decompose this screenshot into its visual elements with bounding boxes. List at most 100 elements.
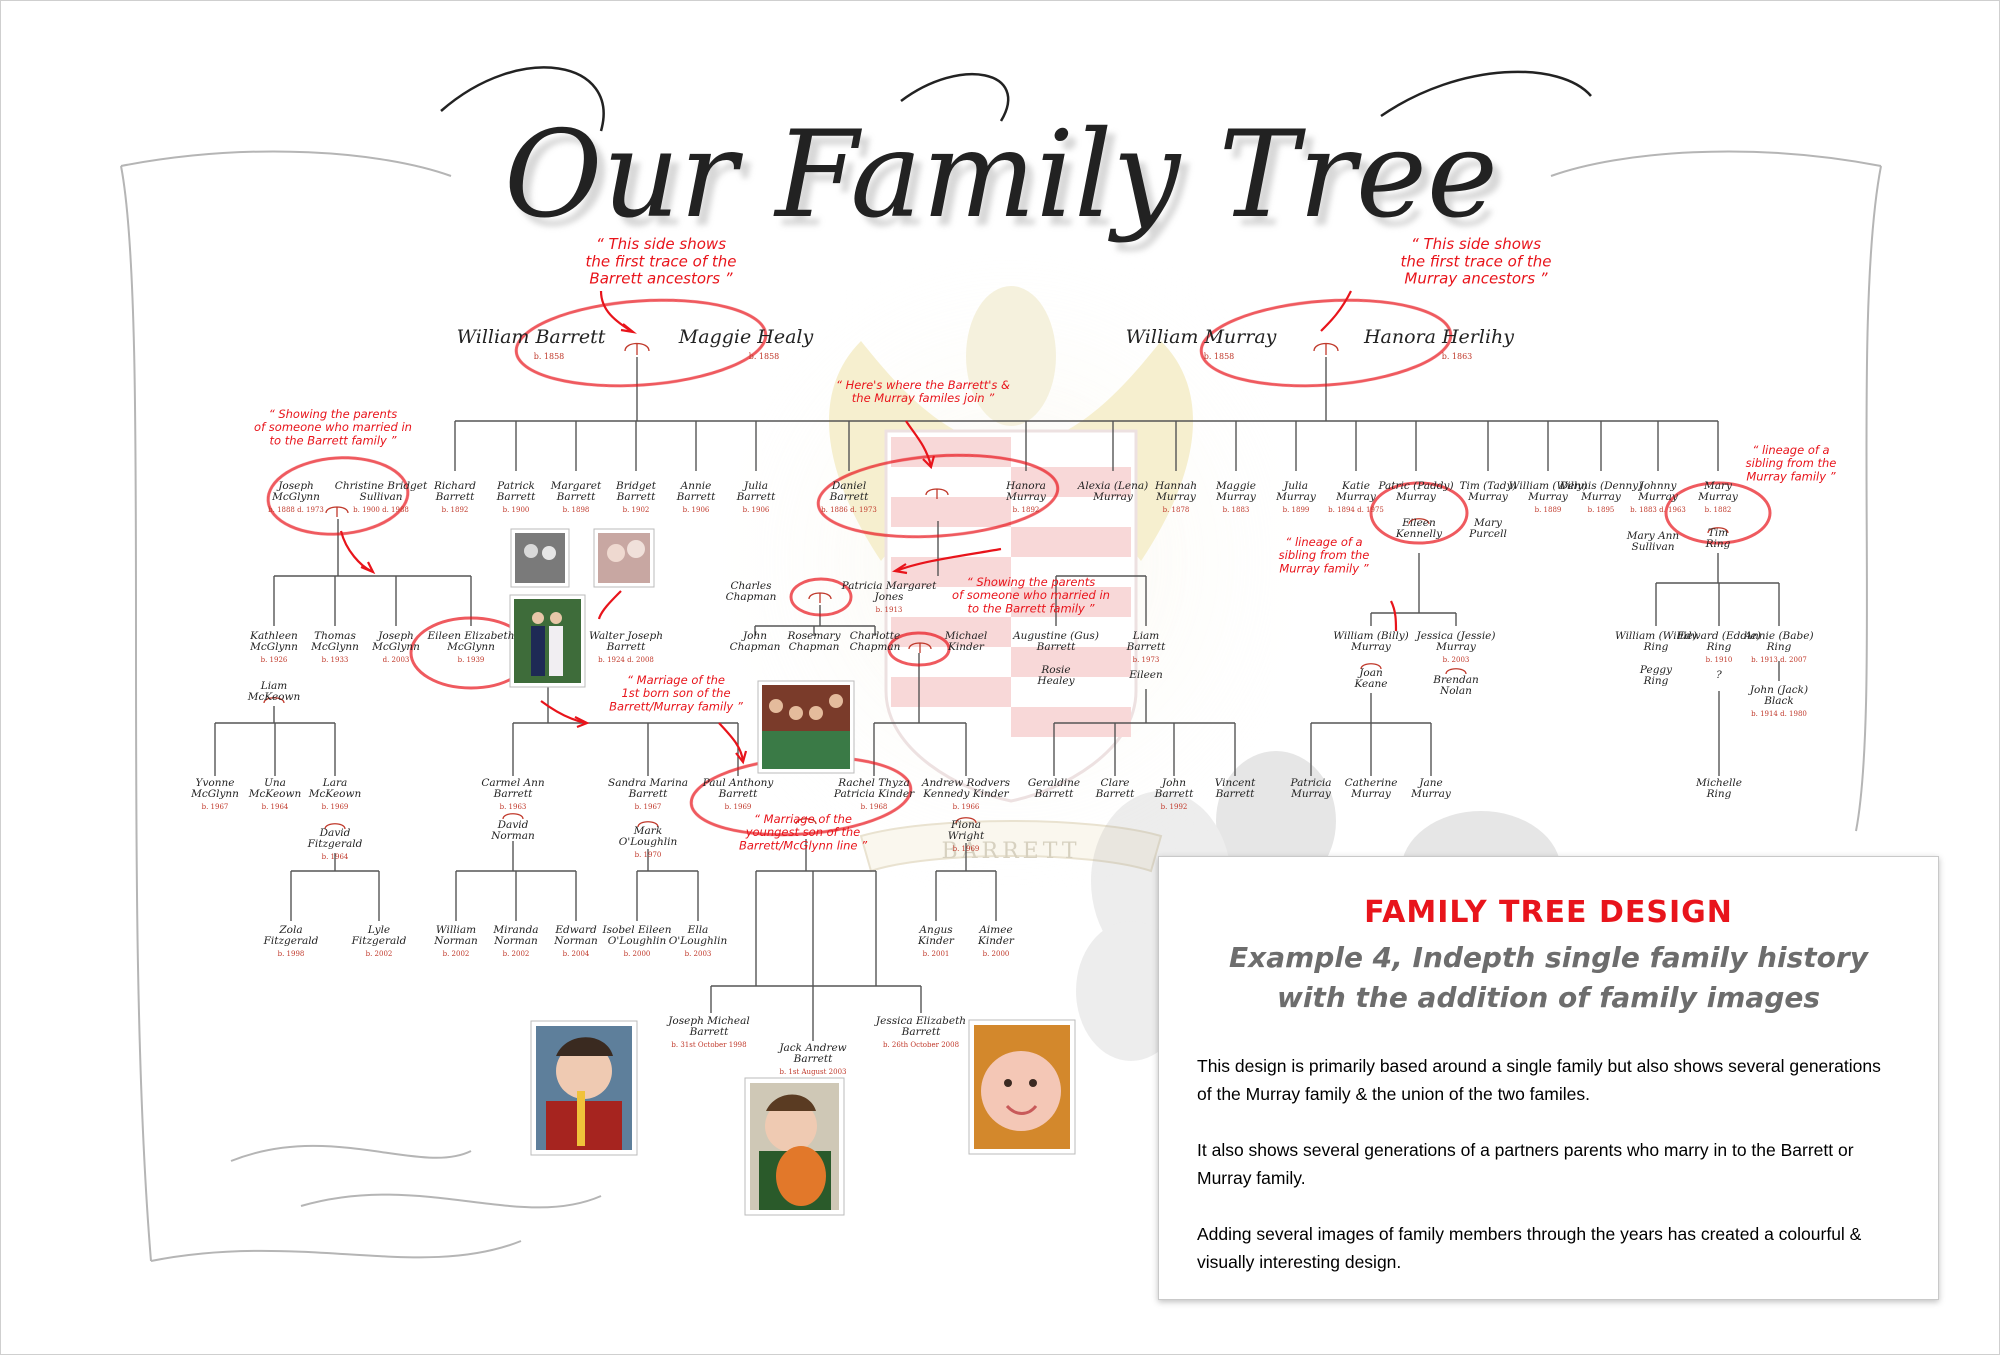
info-heading: FAMILY TREE DESIGN [1364, 895, 1733, 930]
annotation-line: “ This side shows [1411, 235, 1541, 253]
person-dates: b. 1964 [262, 803, 289, 811]
person-dates: b. 1924 d. 2008 [598, 656, 654, 664]
person-name: Annie (Babe)Ring [1743, 630, 1813, 653]
person-dates: b. 1898 [563, 506, 590, 514]
person-dates: b. 1906 [683, 506, 710, 514]
person-dates: b. 2003 [1443, 656, 1470, 664]
photo-old-group [510, 528, 570, 588]
person-node: Maggie Healy b. 1858 [678, 326, 814, 361]
person-dates: b. 2002 [443, 950, 470, 958]
person-name: William Barrett [457, 326, 606, 348]
person-node: Patric (Paddy)Murray [1377, 480, 1453, 503]
crest-motto: BARRETT [942, 839, 1081, 864]
person-dates: b. 1858 [1204, 352, 1235, 361]
person-dates: b. 1914 d. 1980 [1751, 710, 1807, 718]
person-name: Tim (Tady)Murray [1460, 480, 1517, 503]
person-dates: b. 1886 d. 1973 [821, 506, 877, 514]
annotation-line: “ Showing the parents [269, 407, 398, 421]
annotation-line: the first trace of the [1400, 252, 1551, 270]
person-dates: b. 1933 [322, 656, 349, 664]
person-dates: b. 2004 [563, 950, 590, 958]
annotation-line: sibling from the [1746, 456, 1837, 470]
highlight-ovals [266, 298, 1772, 837]
person-dates: b. 1858 [749, 352, 780, 361]
annotation-note: “ Here's where the Barrett's &the Murray… [836, 378, 1010, 405]
person-dates: b. 31st October 1998 [671, 1041, 746, 1049]
person-dates: b. 2000 [983, 950, 1010, 958]
person-name: John (Jack)Black [1748, 684, 1808, 707]
photo-elderly-couple [593, 528, 655, 588]
annotation-line: Barrett/Murray family ” [609, 699, 744, 713]
annotation-line: “ Showing the parents [967, 575, 1096, 589]
person-name: Edward (Eddie)Ring [1676, 630, 1761, 653]
annotation-line: “ This side shows [596, 235, 726, 253]
person-dates: b. 2001 [923, 950, 950, 958]
person-node: William (Willie)Ring [1615, 630, 1697, 653]
person-name: William Murray [1126, 326, 1277, 348]
title-shadow: Our Family Tree [512, 115, 1506, 254]
info-subheading: Example 4, Indepth single family history… [1197, 938, 1900, 1018]
person-name: Maggie Healy [678, 326, 814, 348]
person-name: Augustine (Gus)Barrett [1012, 630, 1099, 653]
